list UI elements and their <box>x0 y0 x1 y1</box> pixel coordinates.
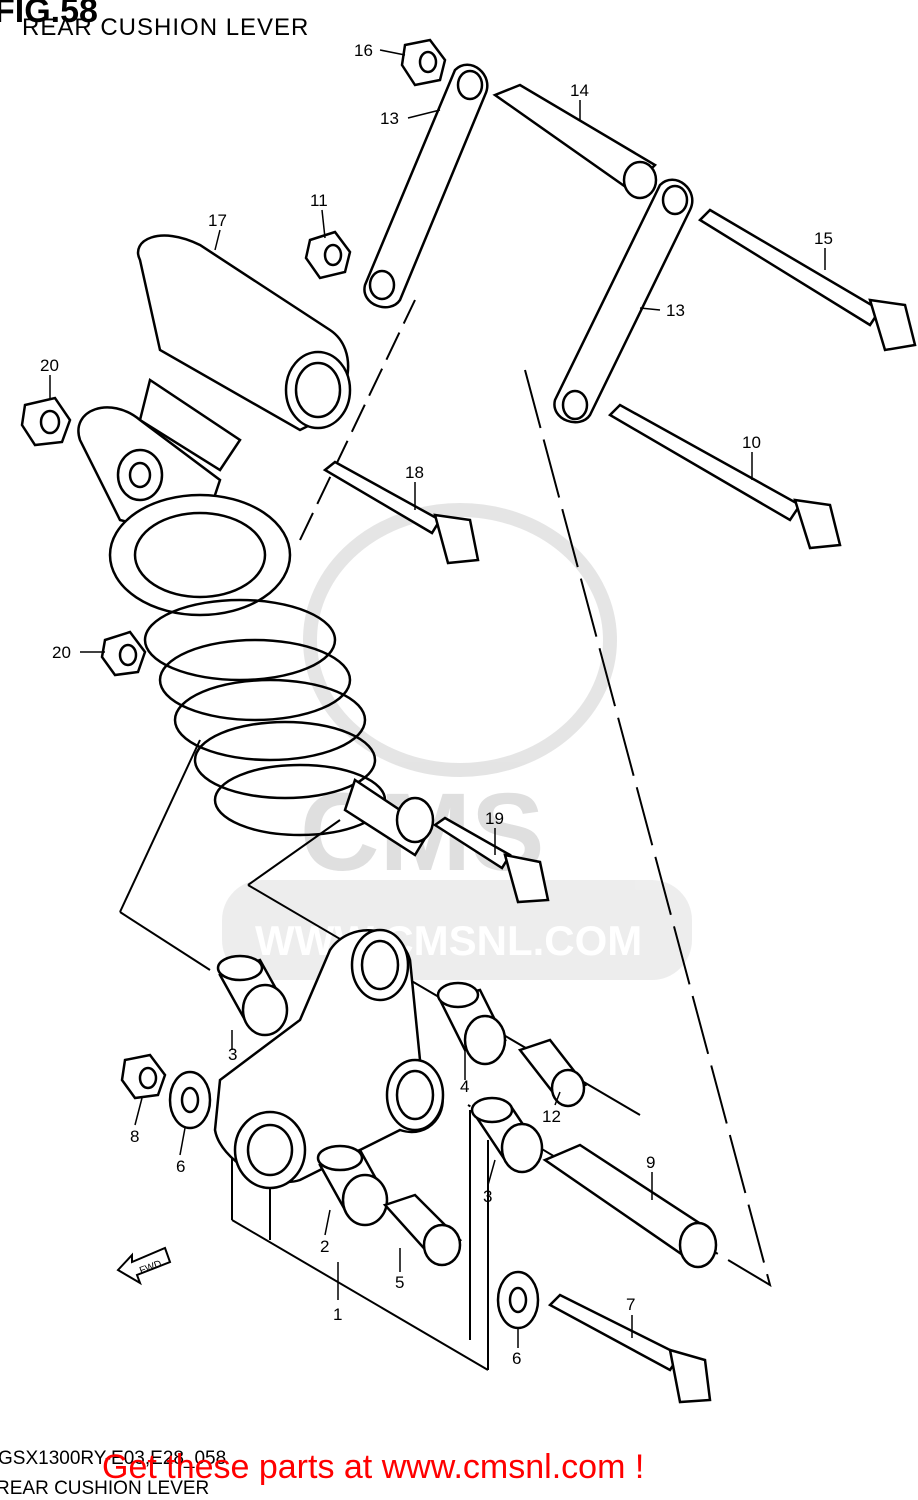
part-6-washer-left <box>168 1070 212 1130</box>
part-1-cushion-lever <box>213 928 445 1190</box>
fwd-direction-arrow: FWD <box>116 1246 172 1286</box>
part-10-bolt <box>607 403 842 550</box>
part-11-nut <box>304 230 352 280</box>
part-8-nut <box>120 1053 167 1100</box>
callout-15: 15 <box>814 229 833 248</box>
callout-labels: 16 13 14 11 17 15 13 20 18 10 20 19 3 4 … <box>40 41 833 1368</box>
callout-20-lower: 20 <box>52 643 71 662</box>
shock-spring <box>143 598 387 837</box>
section-name: REAR CUSHION LEVER <box>0 1478 210 1499</box>
part-20-nut-upper <box>20 396 72 447</box>
part-15-bolt <box>697 208 917 352</box>
callout-4: 4 <box>460 1077 469 1096</box>
part-7-bolt <box>547 1293 712 1404</box>
callout-5: 5 <box>395 1273 404 1292</box>
callout-19: 19 <box>485 809 504 828</box>
callout-16: 16 <box>354 41 373 60</box>
callout-20-upper: 20 <box>40 356 59 375</box>
part-6-washer-right <box>496 1270 540 1330</box>
cms-watermark: CMS WWW.CMSNL.COM <box>222 503 692 980</box>
figure-number: FIG.58 <box>0 0 98 30</box>
watermark-url: WWW.CMSNL.COM <box>255 917 642 964</box>
part-18-bolt <box>322 460 480 565</box>
part-3-bearing-lower <box>470 1096 544 1174</box>
promo-link[interactable]: Get these parts at www.cmsnl.com ! <box>102 1448 645 1486</box>
part-2-bearing <box>316 1144 389 1227</box>
part-12-spacer <box>517 1038 588 1108</box>
callout-7: 7 <box>626 1295 635 1314</box>
shock-absorber-body <box>77 406 435 857</box>
callout-17: 17 <box>208 211 227 230</box>
callout-13-lower: 13 <box>666 301 685 320</box>
part-19-bolt <box>432 816 550 904</box>
part-17-rear-shock-reservoir <box>136 234 352 472</box>
callout-3-upper: 3 <box>228 1045 237 1064</box>
callout-9: 9 <box>646 1153 655 1172</box>
part-5-spacer <box>382 1193 463 1267</box>
callout-11: 11 <box>310 191 328 210</box>
bolts-and-nuts <box>20 38 917 1404</box>
callout-8: 8 <box>130 1127 139 1146</box>
part-16-nut <box>400 38 447 87</box>
part-4-bearing <box>436 981 507 1066</box>
part-14-pipe <box>492 83 658 200</box>
callout-10: 10 <box>742 433 761 452</box>
part-20-nut-lower <box>100 630 147 677</box>
callout-13-upper: 13 <box>380 109 399 128</box>
watermark-logo-circle <box>303 503 617 777</box>
callout-18: 18 <box>405 463 424 482</box>
model-code: GSX1300RY-E03,E28_058 <box>0 1448 227 1469</box>
part-3-bearing-upper <box>216 954 289 1037</box>
bearings-and-spacers <box>216 83 718 1269</box>
callout-6-left: 6 <box>176 1157 185 1176</box>
callout-3-lower: 3 <box>483 1187 492 1206</box>
figure-subtitle: REAR CUSHION LEVER <box>22 14 310 41</box>
callout-2: 2 <box>320 1237 329 1256</box>
callout-12: 12 <box>542 1107 561 1126</box>
part-9-pipe <box>542 1143 718 1269</box>
callout-14: 14 <box>570 81 589 100</box>
callout-1: 1 <box>333 1305 342 1324</box>
part-13-cushion-rods <box>363 63 694 424</box>
callout-6-right: 6 <box>512 1349 521 1368</box>
callout-leader-lines <box>49 49 826 1348</box>
